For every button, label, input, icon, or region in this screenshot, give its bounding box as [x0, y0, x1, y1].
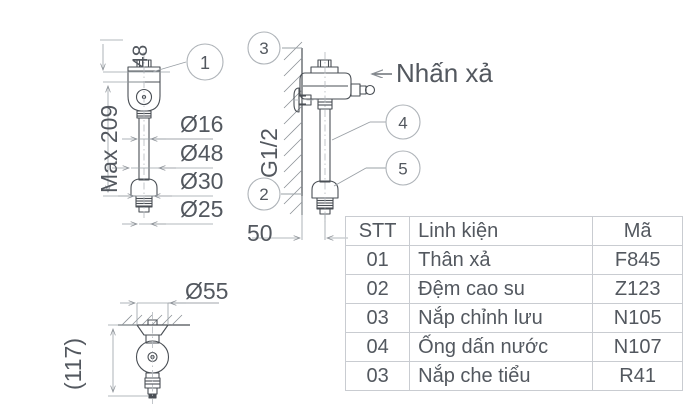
dimension-label-d55: Ø55 [185, 278, 229, 304]
parts-table-body: STT Linh kiện Mã 01 Thân xả F845 02 Đệm … [344, 216, 683, 391]
table-row: 03 Nắp chỉnh lưu N105 [344, 303, 683, 333]
row-code: F845 [592, 245, 683, 275]
row-stt: 01 [344, 245, 411, 275]
dimension-label-d25: Ø25 [180, 196, 224, 222]
callout-5-label: 5 [398, 160, 407, 179]
dimension-label-max-209: Max 209 [96, 104, 122, 193]
callout-bubble-3: 3 [247, 31, 302, 65]
callout-3-label: 3 [259, 39, 268, 58]
row-name: Ống dấn nước [409, 332, 594, 362]
row-stt: 03 [344, 303, 411, 333]
side-view-dimension-50 [252, 196, 348, 240]
dimension-label-d30: Ø30 [180, 168, 224, 194]
callout-1-label: 1 [200, 53, 210, 73]
row-code: Z123 [592, 274, 683, 304]
dimension-label-d48: Ø48 [180, 140, 224, 166]
parts-table: STT Linh kiện Mã 01 Thân xả F845 02 Đệm … [344, 216, 683, 391]
header-stt: STT [344, 216, 411, 246]
side-view-centerline [292, 52, 326, 222]
row-name: Đệm cao su [409, 274, 594, 304]
row-code: N107 [592, 332, 683, 362]
callout-bubble-1: 1 [151, 43, 224, 81]
row-code: N105 [592, 303, 683, 333]
callout-bubble-2: 2 [247, 177, 302, 211]
header-name: Linh kiện [409, 216, 594, 246]
wall-section [283, 41, 303, 215]
header-code: Mã [592, 216, 683, 246]
callout-bubble-4: 4 [331, 104, 421, 141]
bottom-view-dimensions [108, 303, 219, 397]
callout-bubble-5: 5 [333, 150, 421, 187]
dimension-label-48: 48 [129, 44, 152, 68]
table-row: 02 Đệm cao su Z123 [344, 274, 683, 304]
callout-2-label: 2 [259, 185, 268, 204]
row-stt: 02 [344, 274, 411, 304]
dimension-label-117: (117) [60, 338, 86, 390]
dimension-label-d16: Ø16 [180, 111, 224, 137]
dimension-label-50: 50 [247, 220, 273, 246]
callout-4-label: 4 [398, 114, 407, 133]
table-row: 03 Nắp che tiểu R41 [344, 361, 683, 391]
push-flush-label: Nhấn xả [396, 58, 493, 88]
row-name: Nắp che tiểu [409, 361, 594, 391]
parts-table-header-row: STT Linh kiện Mã [344, 216, 683, 246]
side-view-valve [293, 59, 376, 215]
row-stt: 04 [344, 332, 411, 362]
row-code: R41 [592, 361, 683, 391]
row-stt: 03 [344, 361, 411, 391]
bottom-view-valve [118, 314, 190, 399]
row-name: Nắp chỉnh lưu [409, 303, 594, 333]
front-view-dimensions [100, 39, 213, 224]
table-row: 01 Thân xả F845 [344, 245, 683, 275]
row-name: Thân xả [409, 245, 594, 275]
table-row: 04 Ống dấn nước N107 [344, 332, 683, 362]
dimension-label-g12: G1/2 [256, 128, 282, 178]
